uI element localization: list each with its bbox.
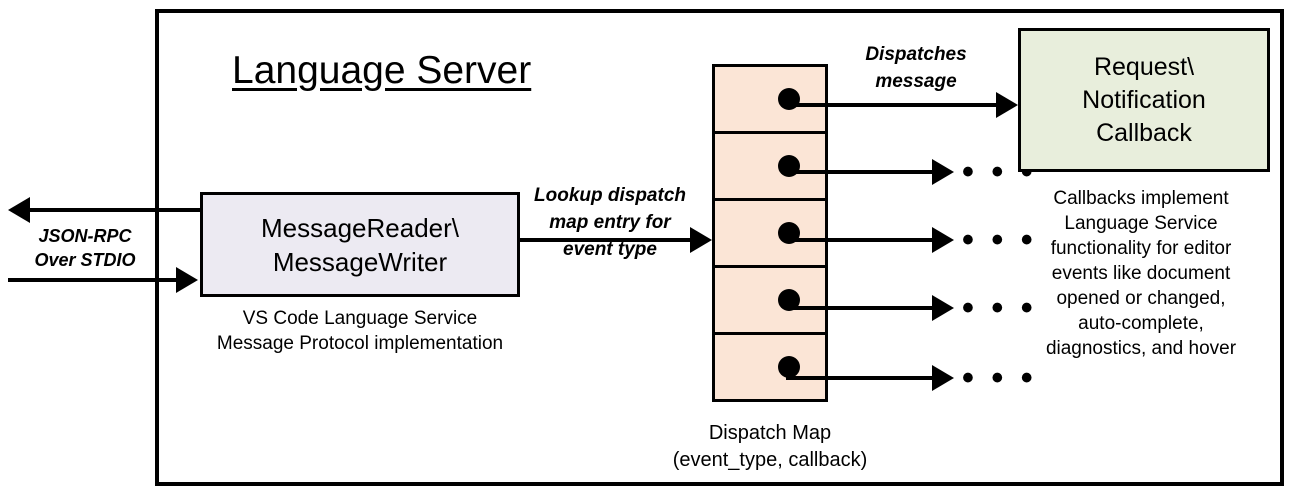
lookup-label-line2: map entry for <box>549 212 671 233</box>
request-notification-callback-box[interactable]: Request\ Notification Callback <box>1018 28 1270 172</box>
message-reader-writer-box[interactable]: MessageReader\ MessageWriter <box>200 192 520 297</box>
message-reader-writer-line1: MessageReader\ <box>261 212 459 243</box>
page-title: Language Server <box>232 49 532 92</box>
dispatch-message-label: Dispatches message <box>836 41 996 95</box>
ellipsis-label: • • • <box>962 359 1037 397</box>
dispatch-map-row[interactable] <box>715 201 825 268</box>
lookup-line <box>520 238 694 242</box>
dispatch-map-row[interactable] <box>715 335 825 399</box>
callback-caption-line2: Language Service <box>1064 213 1218 234</box>
inbound-line <box>8 278 180 282</box>
callback-caption-line5: opened or changed, <box>1056 288 1226 309</box>
protocol-label-line1: JSON-RPC <box>38 226 132 246</box>
dispatch-line-4 <box>786 306 936 310</box>
lookup-label-line1: Lookup dispatch <box>534 185 686 206</box>
lookup-label-line3: event type <box>563 239 657 260</box>
callback-caption-line1: Callbacks implement <box>1053 188 1229 209</box>
dispatch-arrow-right-icon <box>932 159 954 185</box>
callback-line3: Callback <box>1096 118 1192 147</box>
dispatch-map-row[interactable] <box>715 134 825 201</box>
mrw-caption-line2: Message Protocol implementation <box>216 333 504 354</box>
message-reader-writer-line2: MessageWriter <box>272 246 448 277</box>
dispatch-line-5 <box>786 376 936 380</box>
dispatch-arrow-right-icon <box>932 227 954 253</box>
lookup-arrow-right-icon <box>690 227 712 253</box>
dispatch-map-row[interactable] <box>715 67 825 134</box>
callback-caption-line4: events like document <box>1051 263 1231 284</box>
callback-caption-line3: functionality for editor <box>1050 238 1232 259</box>
callback-line1: Request\ <box>1093 52 1195 81</box>
callback-caption-line7: diagnostics, and hover <box>1045 338 1237 359</box>
dispatch-label-line2: message <box>875 71 957 92</box>
dispatch-arrow-right-icon <box>932 295 954 321</box>
protocol-label-line2: Over STDIO <box>34 250 136 270</box>
arrow-left-icon <box>8 197 30 223</box>
entry-dot-icon <box>778 289 800 311</box>
dispatch-map[interactable] <box>712 64 828 402</box>
message-reader-writer-caption: VS Code Language Service Message Protoco… <box>190 306 530 356</box>
protocol-label: JSON-RPC Over STDIO <box>20 224 150 272</box>
dispatch-label-line1: Dispatches <box>865 44 967 65</box>
dispatch-map-caption-line2: (event_type, callback) <box>672 449 868 471</box>
arrow-right-icon <box>176 267 198 293</box>
dispatch-line-1 <box>786 103 1000 107</box>
dispatch-line-3 <box>786 238 936 242</box>
dispatch-map-caption: Dispatch Map (event_type, callback) <box>640 420 900 474</box>
language-server-frame <box>155 9 1284 486</box>
mrw-caption-line1: VS Code Language Service <box>242 308 478 329</box>
dispatch-map-caption-line1: Dispatch Map <box>708 422 832 444</box>
callback-caption-line6: auto-complete, <box>1078 313 1204 334</box>
dispatch-arrow-right-icon <box>932 365 954 391</box>
lookup-label: Lookup dispatch map entry for event type <box>520 182 700 263</box>
dispatch-arrow-right-icon <box>996 92 1018 118</box>
entry-dot-icon <box>778 356 800 378</box>
callback-caption: Callbacks implement Language Service fun… <box>1010 186 1272 361</box>
outbound-line <box>30 208 202 212</box>
dispatch-line-2 <box>786 170 936 174</box>
callback-line2: Notification <box>1082 85 1206 114</box>
dispatch-map-row[interactable] <box>715 268 825 335</box>
